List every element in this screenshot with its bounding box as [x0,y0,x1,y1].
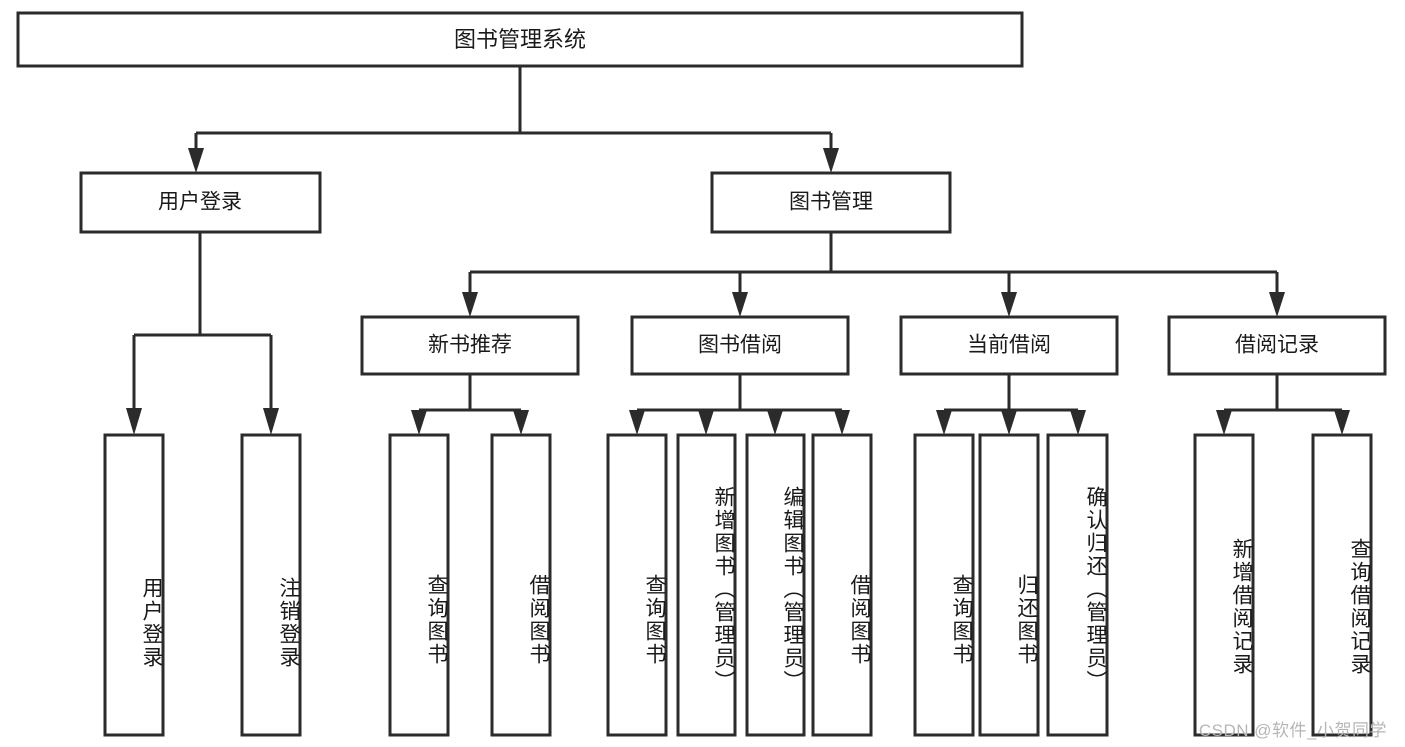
node-root[interactable]: 图书管理系统 [16,11,1024,68]
arrow-head-l3d-leaf2 [1334,410,1350,435]
node-root-box[interactable] [16,11,1024,68]
arrow-head-l3d-leaf1 [1216,410,1232,435]
arrow-head-user-login [188,148,204,173]
node-book-manage-label: 图书管理 [789,191,873,214]
leaf-box-logout[interactable] [240,433,302,737]
arrow-head-l3b-leaf4 [834,410,850,435]
arrow-head-new-book-rec [462,292,478,317]
connector-group-borrow-record [1216,374,1350,435]
node-borrow-record-label: 借阅记录 [1235,334,1319,357]
arrow-head-l3a-leaf1 [411,410,427,435]
node-borrow-record-box[interactable] [1167,315,1387,376]
leaf-box-user-login[interactable] [103,433,165,737]
arrow-head-borrow-record [1269,292,1285,317]
leaf-box-query-book-3[interactable] [913,433,975,737]
leaf-box-borrow-book-1[interactable] [490,433,552,737]
leaf-box-return-book[interactable] [978,433,1040,737]
node-current-borrow-box[interactable] [899,315,1119,376]
connector-group-user-login [126,232,279,435]
leaf-box-query-record[interactable] [1311,433,1373,737]
node-borrow-record[interactable]: 借阅记录 [1167,315,1387,376]
node-book-borrow[interactable]: 图书借阅 [630,315,850,376]
node-book-manage[interactable]: 图书管理 [710,171,952,234]
connector-group-current-borrow [936,374,1086,435]
arrow-head-leaf-logout [263,408,279,435]
node-new-book-rec-label: 新书推荐 [428,334,512,357]
leaf-box-add-book[interactable] [676,433,737,737]
connector-group-root [188,66,839,173]
arrow-head-l3b-leaf2 [698,410,714,435]
arrow-head-book-manage [823,148,839,173]
node-new-book-rec-box[interactable] [360,315,580,376]
node-book-borrow-label: 图书借阅 [698,334,782,357]
leaf-box-query-book-2[interactable] [606,433,668,737]
arrow-head-l3c-leaf2 [1001,410,1017,435]
node-current-borrow[interactable]: 当前借阅 [899,315,1119,376]
arrow-head-l3a-leaf2 [513,410,529,435]
node-user-login-box[interactable] [79,171,322,234]
arrow-head-l3c-leaf1 [936,410,952,435]
node-root-label: 图书管理系统 [454,27,586,52]
connector-group-book-borrow [629,374,850,435]
arrow-head-l3b-leaf1 [629,410,645,435]
arrow-head-book-borrow [732,292,748,317]
arrow-head-current-borrow [1001,292,1017,317]
connector-group-new-book-rec [411,374,529,435]
leaf-box-confirm-return[interactable] [1046,433,1109,737]
leaf-boxes [103,433,1373,737]
leaf-box-borrow-book-2[interactable] [811,433,873,737]
leaf-box-query-book-1[interactable] [388,433,450,737]
node-user-login[interactable]: 用户登录 [79,171,322,234]
leaf-box-add-record[interactable] [1193,433,1255,737]
watermark: CSDN @软件_小贺同学 [1198,721,1387,740]
node-current-borrow-label: 当前借阅 [967,334,1051,357]
node-user-login-label: 用户登录 [158,191,242,214]
node-book-manage-box[interactable] [710,171,952,234]
arrow-head-l3c-leaf3 [1070,410,1086,435]
node-book-borrow-box[interactable] [630,315,850,376]
node-new-book-rec[interactable]: 新书推荐 [360,315,580,376]
leaf-box-edit-book[interactable] [745,433,806,737]
connector-group-book-manage [462,232,1285,317]
arrow-head-leaf-user-login [126,408,142,435]
arrow-head-l3b-leaf3 [767,410,783,435]
